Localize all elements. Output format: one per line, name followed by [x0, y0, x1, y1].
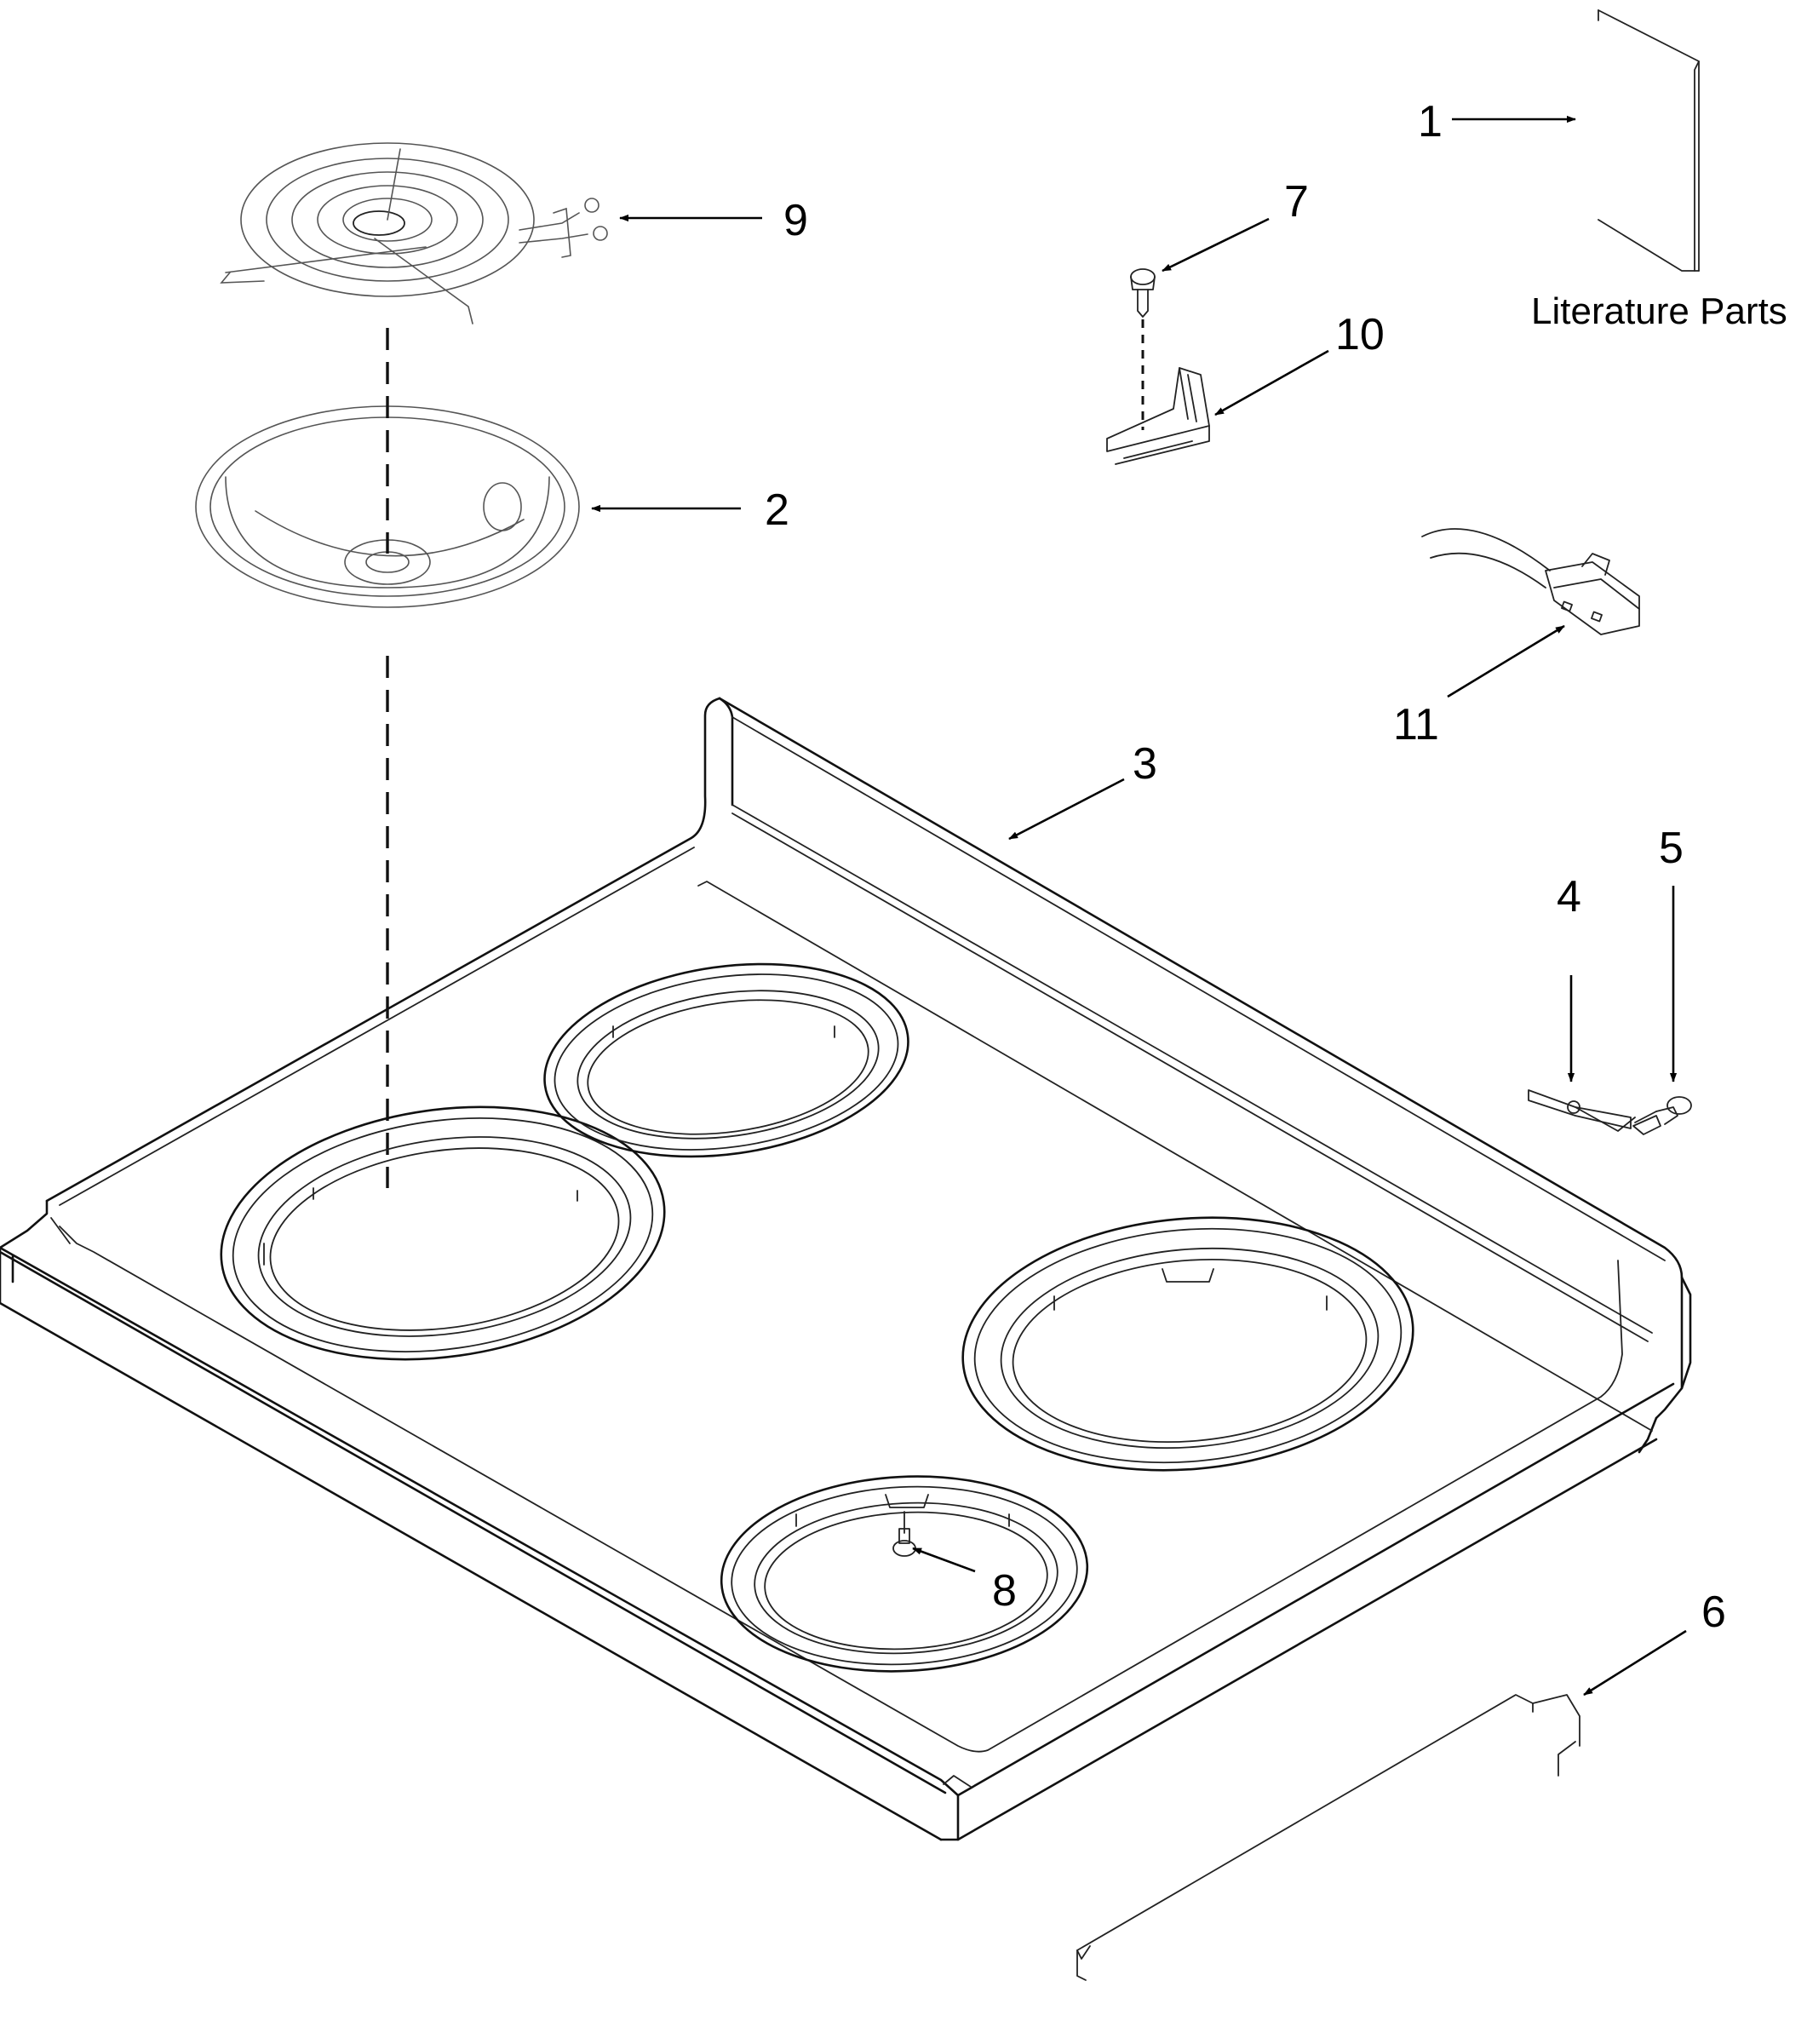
callout-8: 8 — [992, 1566, 1017, 1616]
burner-opening-right-front — [720, 1475, 1089, 1673]
burner-opening-right-rear — [961, 1216, 1414, 1472]
callout-4: 4 — [1557, 872, 1581, 922]
literature-parts-sheet — [1598, 9, 1700, 272]
callout-3: 3 — [1133, 739, 1157, 789]
screw-part-7 — [1130, 268, 1156, 318]
clip-part-4 — [1528, 1089, 1636, 1132]
wire-harness-part-11 — [1421, 528, 1640, 635]
screw-part-5 — [1632, 1096, 1692, 1135]
leader-arrow-3 — [1008, 778, 1125, 841]
leader-arrow-7 — [1162, 217, 1270, 273]
leader-arrow-6 — [1583, 1629, 1687, 1697]
leader-arrow-10 — [1214, 349, 1329, 416]
burner-opening-left-rear — [543, 962, 909, 1158]
leader-arrow-11 — [1447, 624, 1565, 698]
callout-9: 9 — [783, 196, 808, 245]
bracket-part-10 — [1106, 367, 1210, 465]
callout-1: 1 — [1418, 97, 1443, 146]
literature-parts-caption: Literature Parts — [1531, 290, 1787, 332]
surface-element-coil — [220, 142, 608, 324]
callout-10: 10 — [1335, 310, 1385, 359]
callout-7: 7 — [1284, 177, 1309, 227]
cooktop-main-top — [0, 697, 1692, 1841]
leader-arrow-8 — [912, 1547, 976, 1573]
burner-opening-left-front — [220, 1105, 666, 1361]
callout-11: 11 — [1393, 700, 1439, 749]
screw-part-8 — [892, 1511, 916, 1557]
trim-strip-part-6 — [1076, 1694, 1580, 1981]
callout-5: 5 — [1659, 824, 1684, 873]
callout-2: 2 — [765, 485, 789, 535]
callout-6: 6 — [1701, 1588, 1726, 1637]
